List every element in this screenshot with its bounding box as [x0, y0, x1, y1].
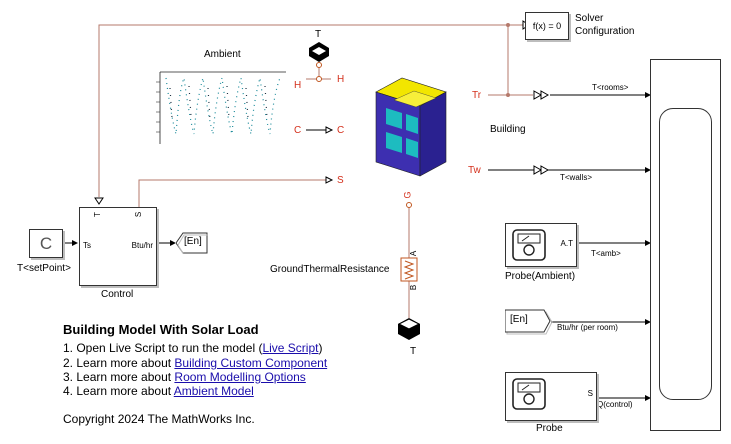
solver-configuration-block[interactable]: f(x) = 0: [525, 12, 569, 40]
port-s-right: S: [337, 175, 344, 186]
port-h-right: H: [337, 74, 345, 85]
copyright-text: Copyright 2024 The MathWorks Inc.: [63, 412, 255, 426]
building-custom-component-link[interactable]: Building Custom Component: [174, 356, 328, 370]
solver-block-text: f(x) = 0: [532, 21, 562, 31]
notes-line-2: 2. Learn more about Building Custom Comp…: [63, 356, 328, 370]
probe-label: Probe: [536, 423, 563, 434]
control-port-btu: Btu/hr: [131, 241, 153, 250]
port-c-left: C: [294, 125, 302, 136]
ambient-model-link[interactable]: Ambient Model: [173, 384, 254, 398]
control-block[interactable]: Ts Btu/hr T S: [79, 207, 157, 286]
notes-title: Building Model With Solar Load: [63, 322, 259, 337]
probe-port: S: [587, 389, 593, 398]
solver-label-line2: Configuration: [575, 26, 635, 37]
from-en-block[interactable]: [En]: [505, 309, 553, 335]
probe-ambient-port: A.T: [560, 239, 573, 248]
control-port-ts: Ts: [83, 241, 91, 250]
building-cube-icon: [375, 77, 447, 177]
building-label: Building: [490, 124, 526, 135]
port-c-right: C: [337, 125, 345, 136]
port-tw: Tw: [468, 165, 481, 176]
signal-q-control: Q(control): [597, 400, 633, 409]
ambient-waveform-icon: [156, 71, 286, 144]
multimeter-icon: [512, 378, 546, 410]
probe-ambient-label: Probe(Ambient): [505, 271, 576, 282]
signal-t-rooms: T<rooms>: [592, 83, 629, 92]
scope-block[interactable]: [650, 59, 721, 431]
room-modelling-options-link[interactable]: Room Modelling Options: [174, 370, 306, 384]
port-tr: Tr: [472, 90, 482, 101]
signal-t-walls: T<walls>: [560, 173, 593, 182]
building-block[interactable]: [372, 72, 452, 180]
ambient-label: Ambient: [204, 49, 241, 60]
resistance-port-b: B: [409, 284, 419, 291]
signal-btu-per-room: Btu/hr (per room): [557, 323, 618, 332]
notes-line-1: 1. Open Live Script to run the model (Li…: [63, 341, 323, 355]
probe-ambient-block[interactable]: A.T: [505, 223, 577, 267]
scope-screen: [659, 108, 712, 400]
setpoint-block[interactable]: C: [29, 229, 63, 258]
setpoint-icon: C: [39, 233, 53, 253]
goto-en-block[interactable]: [En]: [176, 232, 208, 254]
resistance-label: GroundThermalResistance: [270, 264, 390, 275]
control-port-s: S: [134, 211, 144, 218]
probe-block[interactable]: S: [505, 372, 597, 421]
setpoint-label: T<setPoint>: [17, 263, 71, 274]
control-label: Control: [101, 289, 134, 300]
live-script-link[interactable]: Live Script: [262, 341, 319, 355]
port-t-bottom: T: [410, 346, 417, 357]
notes-line-4: 4. Learn more about Ambient Model: [63, 384, 254, 398]
goto-en-text: [En]: [184, 236, 202, 247]
port-g: G: [402, 191, 413, 199]
notes-line-3: 3. Learn more about Room Modelling Optio…: [63, 370, 306, 384]
ambient-block[interactable]: [146, 68, 290, 152]
signal-t-amb: T<amb>: [591, 249, 621, 258]
port-t-top: T: [315, 29, 322, 40]
solver-label-line1: Solver: [575, 13, 604, 24]
from-en-text: [En]: [510, 314, 528, 325]
control-port-t: T: [92, 212, 102, 217]
multimeter-icon: [512, 229, 546, 261]
resistance-port-a: A: [409, 250, 419, 257]
port-h-left: H: [294, 80, 302, 91]
